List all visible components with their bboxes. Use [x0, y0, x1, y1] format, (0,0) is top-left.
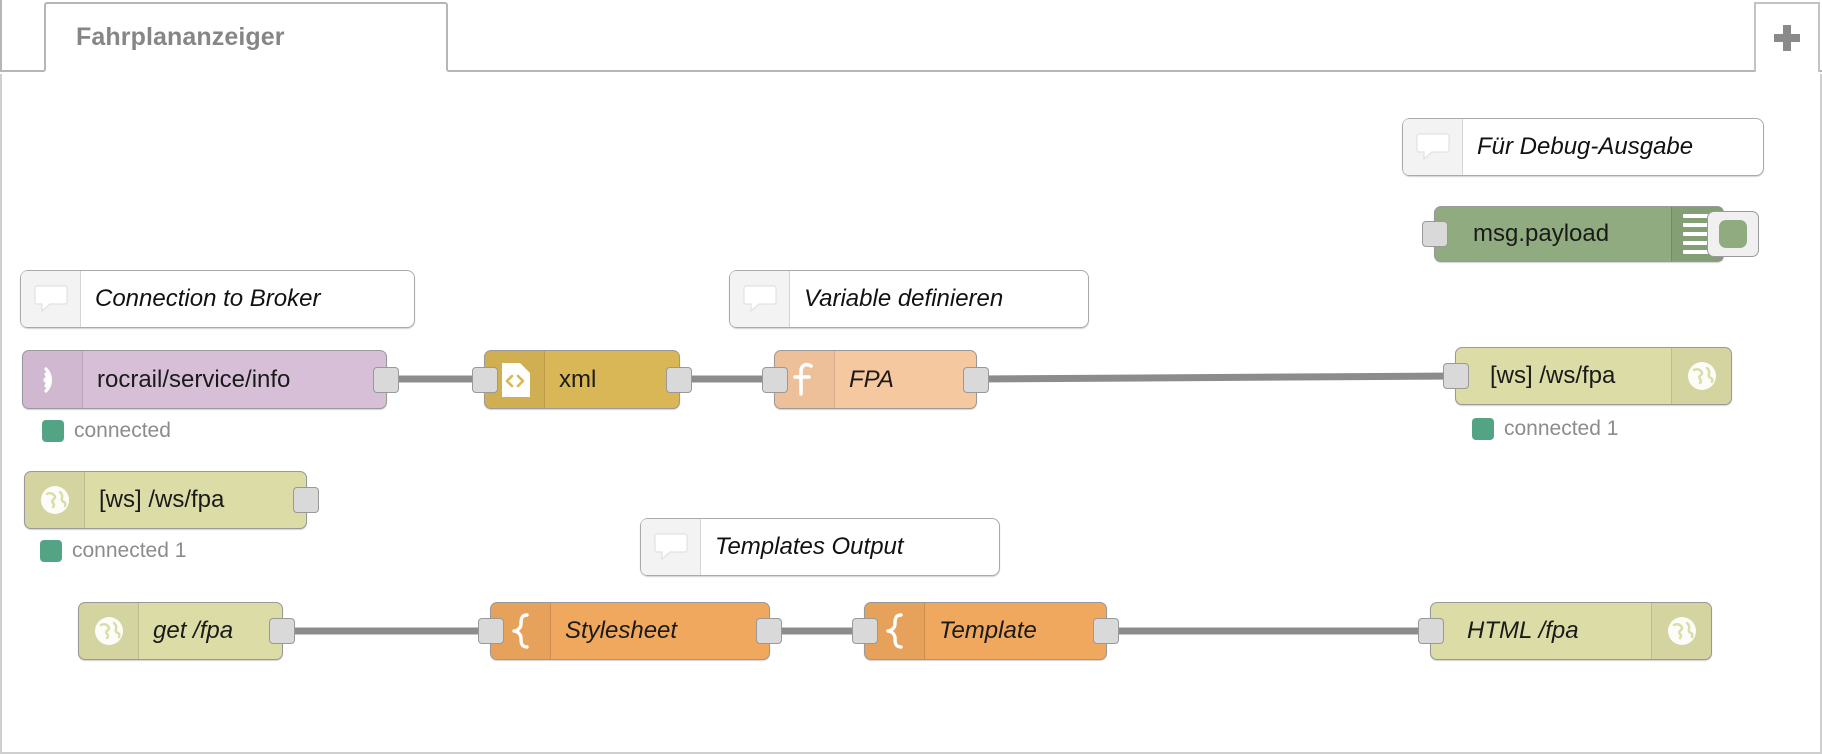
template-node-label: Template: [939, 617, 1037, 644]
globe-icon: [25, 472, 85, 528]
ws-in-node-output-port[interactable]: [293, 487, 319, 513]
status-dot: [1472, 418, 1494, 440]
comment-icon: [1403, 119, 1463, 175]
status-dot: [40, 540, 62, 562]
comment-label: Templates Output: [715, 533, 904, 560]
globe-icon: [79, 603, 139, 659]
ws-out-node-body: [ws] /ws/fpa: [1456, 348, 1671, 404]
function-node[interactable]: FPA: [762, 350, 989, 409]
stylesheet-node[interactable]: Stylesheet: [478, 602, 782, 660]
function-node-body: FPA: [835, 351, 976, 408]
http-in-node[interactable]: get /fpa: [78, 602, 295, 660]
template-node-output-port[interactable]: [1093, 618, 1119, 644]
function-f-icon: [775, 351, 835, 408]
xml-node-body: xml: [545, 351, 679, 408]
debug-node[interactable]: msg.payload: [1422, 206, 1759, 262]
plus-icon: [1774, 25, 1800, 51]
ws-out-node-input-port[interactable]: [1443, 363, 1469, 389]
stylesheet-node-label: Stylesheet: [565, 617, 678, 644]
http-in-node-label: get /fpa: [153, 617, 234, 644]
add-tab-button[interactable]: [1754, 2, 1820, 72]
http-response-node[interactable]: HTML /fpa: [1418, 602, 1712, 660]
code-document-icon: [485, 351, 545, 408]
wire-function-to-ws-out: [973, 372, 1459, 383]
xml-node-label: xml: [559, 365, 597, 393]
debug-node-body: msg.payload: [1435, 207, 1671, 261]
ws-out-node-label: [ws] /ws/fpa: [1490, 362, 1616, 389]
mqtt-in-node-body: rocrail/service/info: [83, 351, 386, 408]
comment-icon: [641, 519, 701, 575]
template-node-input-port[interactable]: [852, 618, 878, 644]
http-response-node-body: HTML /fpa: [1431, 603, 1651, 659]
comment-body: Connection to Broker: [81, 271, 414, 327]
ws-out-node[interactable]: [ws] /ws/fpa: [1443, 347, 1732, 405]
mqtt-in-node-output-port[interactable]: [373, 366, 399, 393]
http-in-node-body: get /fpa: [139, 603, 282, 659]
tab-label: Fahrplananzeiger: [76, 22, 285, 51]
function-node-label: FPA: [849, 365, 894, 393]
mqtt-in-node-label: rocrail/service/info: [97, 365, 291, 393]
comment-node-variable-definieren[interactable]: Variable definieren: [729, 270, 1089, 328]
comment-icon: [730, 271, 790, 327]
function-node-input-port[interactable]: [762, 366, 788, 393]
comment-icon: [21, 271, 81, 327]
mqtt-in-node[interactable]: rocrail/service/info: [22, 350, 399, 409]
http-response-node-label: HTML /fpa: [1467, 617, 1579, 644]
comment-body: Variable definieren: [790, 271, 1088, 327]
xml-node[interactable]: xml: [472, 350, 692, 409]
debug-node-input-port[interactable]: [1422, 221, 1448, 247]
stylesheet-node-body: Stylesheet: [551, 603, 769, 659]
globe-icon: [1651, 603, 1711, 659]
comment-label: Für Debug-Ausgabe: [1477, 133, 1694, 160]
mqtt-in-node-status: connected: [42, 419, 171, 443]
tab-bar-left-edge: [0, 0, 2, 72]
comment-label: Variable definieren: [804, 285, 1004, 312]
ws-out-node-status: connected 1: [1472, 417, 1618, 441]
template-node-body: Template: [925, 603, 1106, 659]
ws-in-node-status: connected 1: [40, 539, 186, 563]
status-dot: [42, 420, 64, 442]
globe-icon: [1671, 348, 1731, 404]
comment-node-connection-to-broker[interactable]: Connection to Broker: [20, 270, 415, 328]
status-text: connected 1: [1504, 417, 1619, 440]
function-node-output-port[interactable]: [963, 366, 989, 393]
status-text: connected: [74, 419, 171, 442]
ws-in-node-label: [ws] /ws/fpa: [99, 486, 225, 513]
tab-bar: Fahrplananzeiger: [0, 0, 1822, 72]
http-response-node-input-port[interactable]: [1418, 618, 1444, 644]
http-in-node-output-port[interactable]: [269, 618, 295, 644]
debug-node-label: msg.payload: [1473, 220, 1610, 247]
ws-in-node-body: [ws] /ws/fpa: [85, 472, 306, 528]
xml-node-output-port[interactable]: [666, 366, 692, 393]
stylesheet-node-output-port[interactable]: [756, 618, 782, 644]
status-text: connected 1: [72, 539, 187, 562]
ws-in-node[interactable]: [ws] /ws/fpa: [24, 471, 319, 529]
stylesheet-node-input-port[interactable]: [478, 618, 504, 644]
comment-body: Für Debug-Ausgabe: [1463, 119, 1763, 175]
xml-node-input-port[interactable]: [472, 366, 498, 393]
tab-fahrplananzeiger[interactable]: Fahrplananzeiger: [44, 2, 448, 72]
comment-node-templates-output[interactable]: Templates Output: [640, 518, 1000, 576]
debug-toggle-icon[interactable]: [1707, 211, 1759, 257]
comment-body: Templates Output: [701, 519, 999, 575]
flow-canvas[interactable]: Für Debug-Ausgabe msg.payload: [0, 74, 1822, 754]
mqtt-signal-icon: [23, 351, 83, 408]
comment-label: Connection to Broker: [95, 285, 321, 312]
template-node[interactable]: Template: [852, 602, 1119, 660]
comment-node-debug-ausgabe[interactable]: Für Debug-Ausgabe: [1402, 118, 1764, 176]
